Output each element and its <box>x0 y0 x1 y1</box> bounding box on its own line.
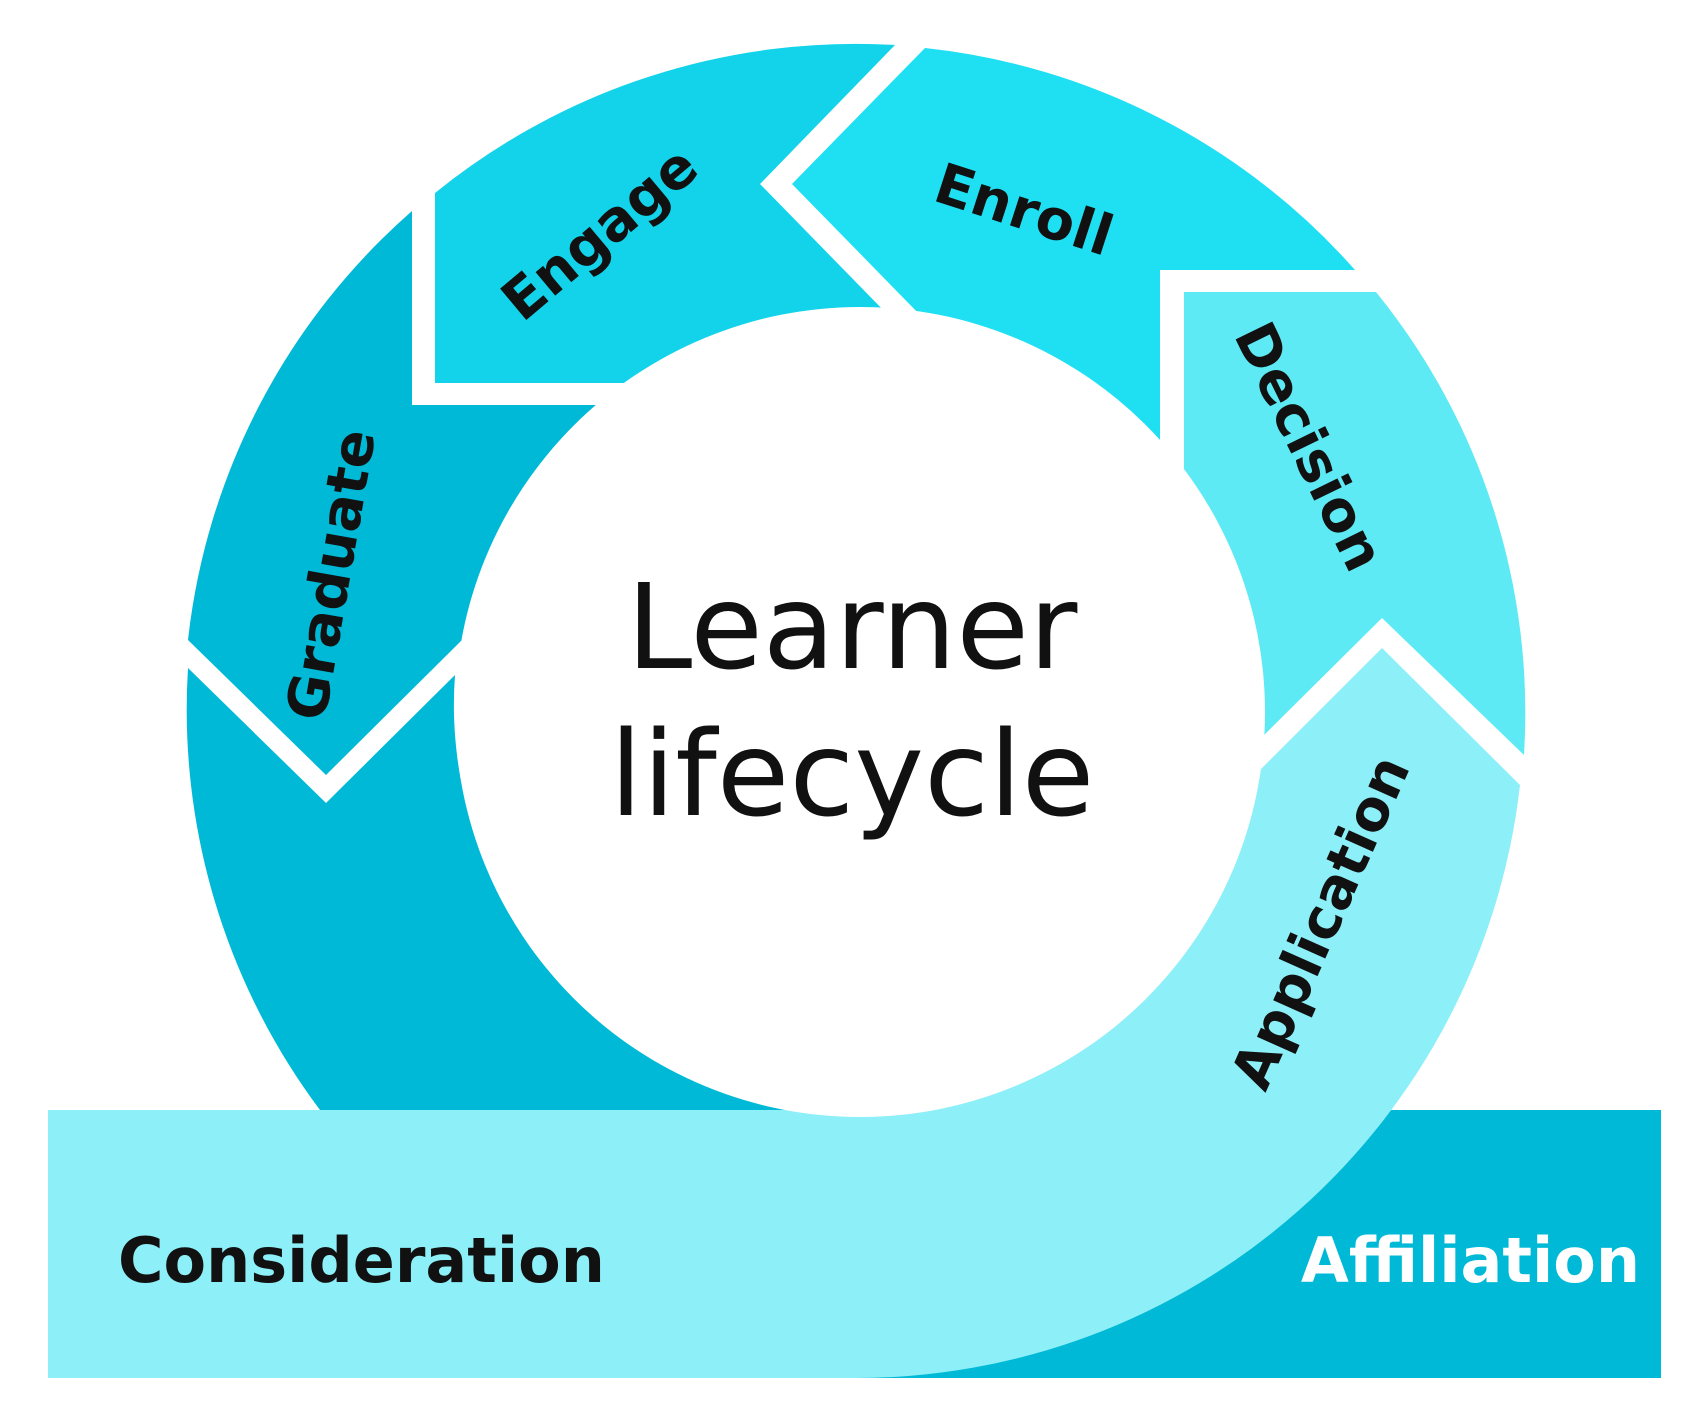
center-title-line1: Learner <box>627 558 1078 696</box>
graduate-segment-upper <box>188 211 598 775</box>
enroll-segment <box>792 48 1355 455</box>
center-circle <box>455 307 1265 1117</box>
engage-segment <box>435 43 895 383</box>
consideration-application-band <box>48 648 1520 1379</box>
decision-segment <box>1184 292 1526 755</box>
stage-label-affiliation: Affiliation <box>1301 1224 1640 1297</box>
stage-label-consideration: Consideration <box>118 1224 605 1297</box>
center-title-line2: lifecycle <box>610 705 1095 843</box>
graduate-segment <box>186 668 861 1111</box>
